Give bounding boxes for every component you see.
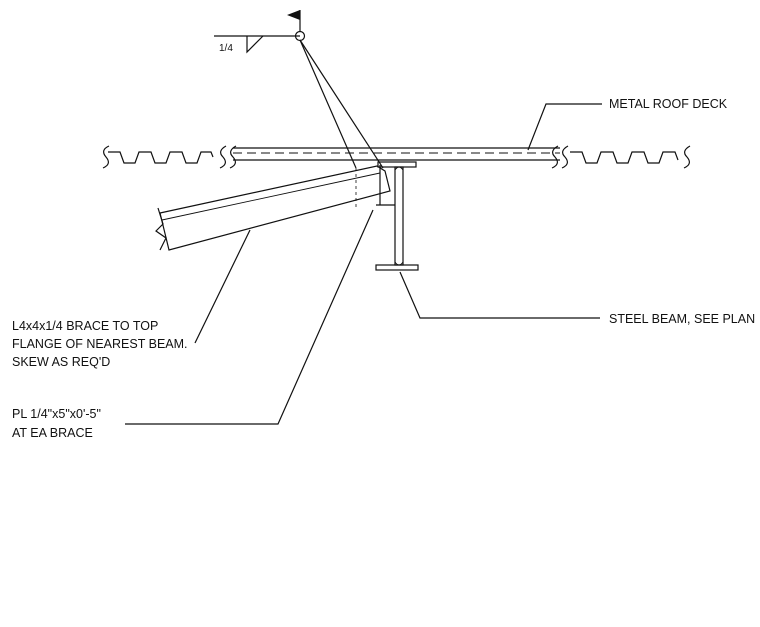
- deck-profile-right: [570, 151, 679, 164]
- deck-break-right-2: [561, 145, 569, 169]
- plate-label-line-2: AT EA BRACE: [12, 426, 93, 440]
- deck-label: METAL ROOF DECK: [609, 97, 728, 111]
- connection-plate: [376, 165, 395, 206]
- beam-web: [394, 166, 404, 266]
- deck-profile-left: [108, 151, 214, 164]
- beam-leader: [399, 271, 600, 319]
- metal-roof-deck: [102, 145, 691, 169]
- brace-leader: [194, 229, 251, 344]
- weld-arrow-leader-1: [299, 39, 357, 169]
- brace-label-line-3: SKEW AS REQ'D: [12, 355, 110, 369]
- annotations: METAL ROOF DECK STEEL BEAM, SEE PLAN L4x…: [12, 97, 755, 440]
- beam-top-flange: [377, 161, 417, 168]
- beam-bottom-flange: [375, 264, 419, 271]
- beam-web-fillets: [394, 166, 404, 266]
- brace-label-line-2: FLANGE OF NEAREST BEAM.: [12, 337, 188, 351]
- brace-break-line: [155, 207, 167, 251]
- deck-break-right-1: [551, 145, 559, 169]
- brace-leg-line: [161, 172, 381, 221]
- fillet-weld-triangle: [246, 35, 264, 54]
- angle-brace: [155, 165, 391, 251]
- weld-size-label: 1/4: [219, 43, 233, 54]
- weld-arrow-leader-2: [299, 39, 384, 169]
- deck-break-left-1: [219, 145, 227, 169]
- deck-break-left-end: [102, 145, 110, 169]
- brace-label-line-1: L4x4x1/4 BRACE TO TOP: [12, 319, 158, 333]
- deck-break-right-end: [683, 145, 691, 169]
- field-weld-flag-icon: [287, 10, 300, 20]
- steel-beam: [375, 161, 419, 271]
- beam-label: STEEL BEAM, SEE PLAN: [609, 312, 755, 326]
- plate-label-line-1: PL 1/4"x5"x0'-5": [12, 407, 101, 421]
- brace-outline: [159, 165, 391, 251]
- deck-break-left-2: [229, 145, 237, 169]
- leaders: [125, 103, 602, 425]
- deck-leader: [527, 103, 602, 151]
- plate-leader: [125, 209, 374, 425]
- weld-symbol: 1/4: [214, 10, 384, 169]
